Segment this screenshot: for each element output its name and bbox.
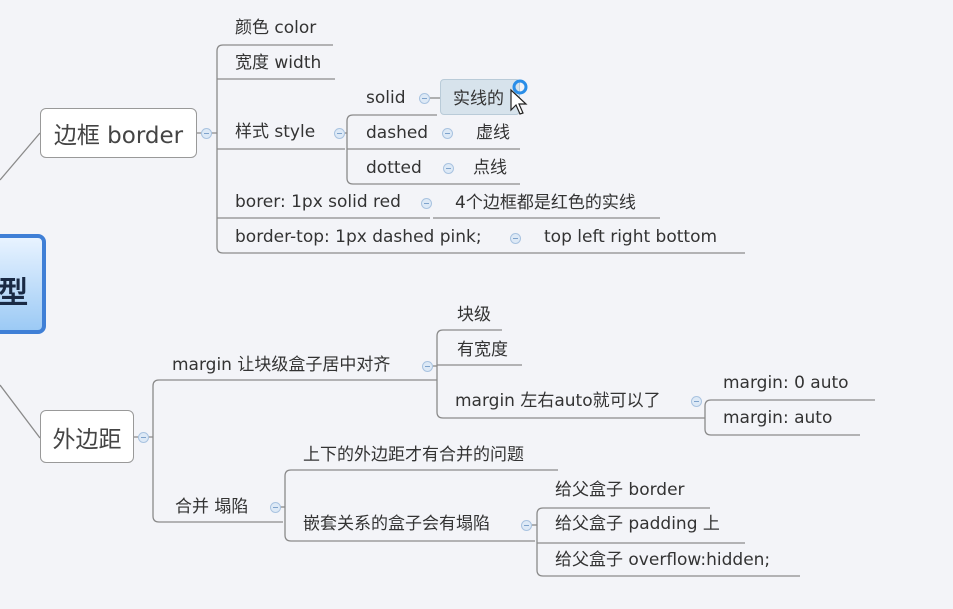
collapse-icon[interactable] bbox=[421, 198, 432, 209]
central-topic-label: 型 bbox=[0, 276, 28, 311]
node-dashed[interactable]: dashed bbox=[366, 123, 429, 143]
collapse-icon[interactable] bbox=[691, 396, 702, 407]
collapse-icon[interactable] bbox=[510, 233, 521, 244]
topic-margin-label: 外边距 bbox=[52, 426, 122, 453]
selected-node-solid-note[interactable] bbox=[440, 79, 520, 115]
collapse-icon[interactable] bbox=[270, 502, 281, 513]
node-solid-note[interactable]: 实线的 bbox=[453, 89, 504, 109]
collapse-icon[interactable] bbox=[521, 520, 532, 531]
node-margin-auto-only[interactable]: margin: auto bbox=[723, 408, 833, 428]
collapse-icon[interactable] bbox=[334, 128, 345, 139]
node-dotted-note[interactable]: 点线 bbox=[473, 158, 507, 178]
node-margin-center[interactable]: margin 让块级盒子居中对齐 bbox=[172, 355, 391, 375]
node-has-width[interactable]: 有宽度 bbox=[457, 340, 508, 360]
node-margin-auto[interactable]: margin 左右auto就可以了 bbox=[455, 391, 661, 411]
node-border-top-note[interactable]: top left right bottom bbox=[544, 227, 718, 247]
node-color[interactable]: 颜色 color bbox=[235, 18, 317, 38]
collapse-icon[interactable] bbox=[422, 361, 433, 372]
node-collapse[interactable]: 合并 塌陷 bbox=[175, 497, 249, 517]
node-border-top[interactable]: border-top: 1px dashed pink; bbox=[235, 227, 482, 247]
node-dashed-note[interactable]: 虚线 bbox=[476, 123, 510, 143]
topic-margin[interactable]: 外边距 bbox=[40, 410, 134, 463]
collapse-icon[interactable] bbox=[201, 128, 212, 139]
collapse-icon[interactable] bbox=[443, 163, 454, 174]
node-width[interactable]: 宽度 width bbox=[235, 53, 322, 73]
node-shorthand-note[interactable]: 4个边框都是红色的实线 bbox=[455, 193, 636, 213]
mouse-cursor-icon bbox=[510, 79, 528, 115]
node-shorthand[interactable]: borer: 1px solid red bbox=[235, 192, 401, 212]
node-fix-overflow[interactable]: 给父盒子 overflow:hidden; bbox=[555, 550, 771, 570]
node-margin-0-auto[interactable]: margin: 0 auto bbox=[723, 373, 849, 393]
collapse-icon[interactable] bbox=[419, 93, 430, 104]
node-fix-padding[interactable]: 给父盒子 padding 上 bbox=[555, 514, 720, 534]
node-nested-collapse[interactable]: 嵌套关系的盒子会有塌陷 bbox=[303, 514, 490, 534]
node-fix-border[interactable]: 给父盒子 border bbox=[555, 480, 685, 500]
node-dotted[interactable]: dotted bbox=[366, 158, 422, 178]
node-vertical-merge[interactable]: 上下的外边距才有合并的问题 bbox=[303, 445, 524, 465]
node-solid[interactable]: solid bbox=[366, 88, 406, 108]
collapse-icon[interactable] bbox=[138, 432, 149, 443]
node-block[interactable]: 块级 bbox=[457, 305, 491, 325]
central-topic[interactable]: 型 bbox=[0, 234, 46, 334]
topic-border-label: 边框 border bbox=[53, 123, 184, 149]
node-style[interactable]: 样式 style bbox=[235, 122, 316, 142]
collapse-icon[interactable] bbox=[442, 128, 453, 139]
topic-border[interactable]: 边框 border bbox=[40, 108, 197, 158]
